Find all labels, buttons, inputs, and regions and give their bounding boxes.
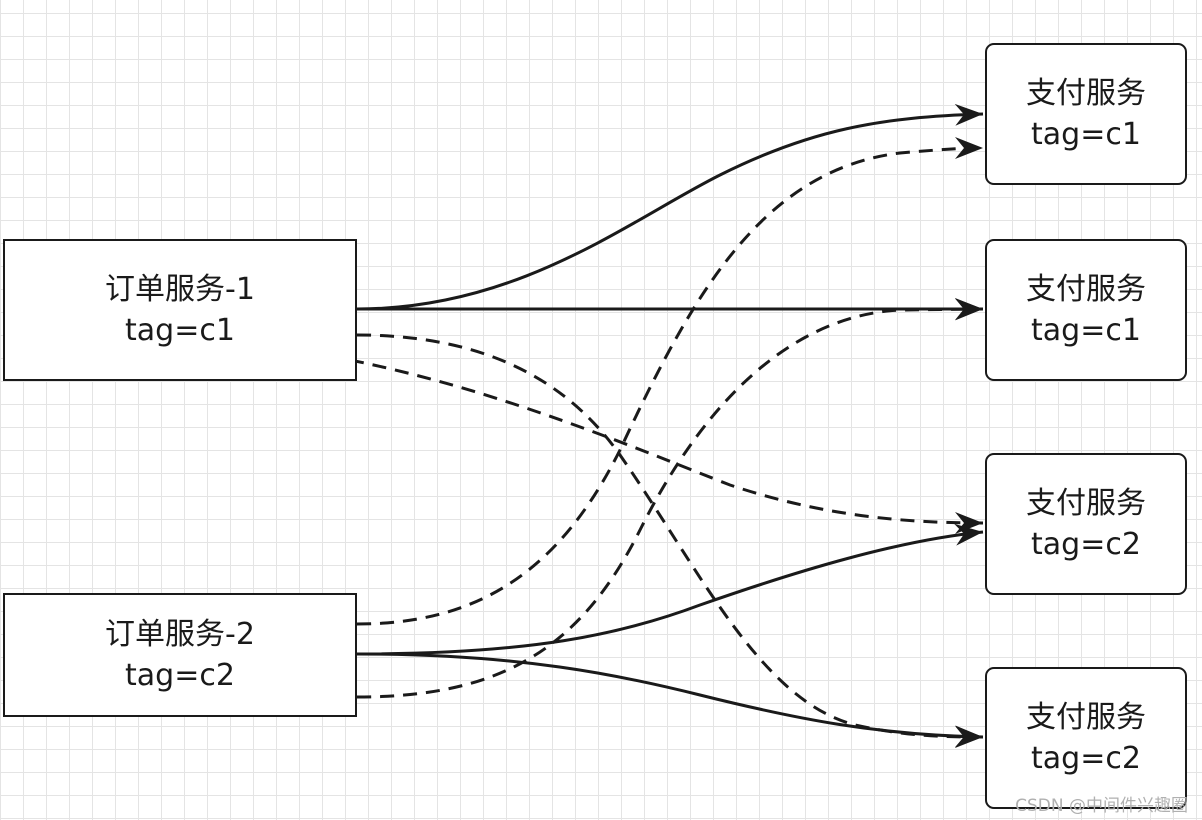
edge-order1-pay4: [356, 333, 984, 748]
edge-order2-pay4: [356, 652, 984, 748]
edge-order1-pay1: [356, 103, 984, 311]
edge-order2-pay1: [356, 137, 984, 626]
order-service-2-box: 订单服务-2 tag=c2: [3, 593, 357, 717]
node-tag: tag=c1: [125, 313, 235, 348]
payment-service-3-box: 支付服务 tag=c2: [985, 453, 1187, 595]
payment-service-2-box: 支付服务 tag=c1: [985, 239, 1187, 381]
node-title: 支付服务: [1026, 272, 1146, 307]
payment-service-4-box: 支付服务 tag=c2: [985, 667, 1187, 809]
node-tag: tag=c1: [1031, 313, 1141, 348]
node-title: 订单服务-2: [105, 617, 255, 652]
edge-order2-pay3: [356, 523, 984, 656]
node-title: 支付服务: [1026, 700, 1146, 735]
order-service-1-box: 订单服务-1 tag=c1: [3, 239, 357, 381]
node-tag: tag=c2: [1031, 527, 1141, 562]
edge-order2-pay2: [356, 298, 984, 699]
node-tag: tag=c2: [1031, 741, 1141, 776]
watermark: CSDN @中间件兴趣圈: [1015, 796, 1188, 816]
node-tag: tag=c2: [125, 658, 235, 693]
edge-order1-pay3: [349, 358, 984, 534]
payment-service-1-box: 支付服务 tag=c1: [985, 43, 1187, 185]
node-title: 订单服务-1: [105, 272, 255, 307]
node-title: 支付服务: [1026, 486, 1146, 521]
node-tag: tag=c1: [1031, 117, 1141, 152]
node-title: 支付服务: [1026, 76, 1146, 111]
